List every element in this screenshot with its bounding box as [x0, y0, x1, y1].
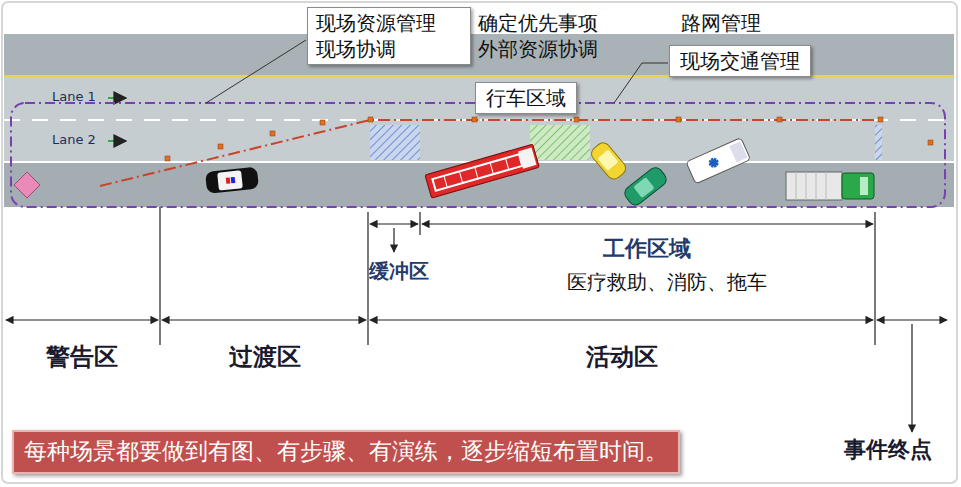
police-car [205, 167, 259, 194]
leader-line [614, 63, 668, 103]
callout-box: 现场交通管理 [669, 45, 811, 77]
dimension-lines [6, 207, 947, 432]
yellow-car [589, 140, 629, 182]
box-text: 现场资源管理 现场协调 [316, 10, 462, 62]
box-text: 每种场景都要做到有图、有步骤、有演练，逐步缩短布置时间。 [24, 437, 668, 467]
lane-divider [4, 119, 954, 121]
traffic-cones [165, 117, 933, 161]
incident-area [11, 103, 945, 207]
buffer-hatch [370, 125, 420, 160]
leader-line [206, 40, 306, 103]
role-text: 确定优先事项 外部资源协调 [478, 10, 600, 62]
role-text: 路网管理 [681, 10, 761, 36]
fire-truck [425, 144, 539, 198]
box-text: 现场交通管理 [680, 48, 800, 74]
tow-truck [786, 172, 874, 200]
zone-note: 医疗救助、消防、拖车 [567, 269, 767, 295]
zone-label: 事件终点 [844, 436, 932, 465]
note-banner: 每种场景都要做到有图、有步骤、有演练，逐步缩短布置时间。 [12, 430, 680, 474]
callout-box: 现场资源管理 现场协调 [307, 7, 471, 65]
end-hatch [875, 125, 882, 160]
zone-label: 过渡区 [229, 342, 301, 373]
lane-label: Lane 2 [52, 132, 96, 149]
zone-label: 缓冲区 [369, 258, 429, 284]
lane-label: Lane 1 [52, 89, 96, 106]
box-text: 行车区域 [486, 85, 566, 111]
work-hatch [530, 125, 590, 160]
yellow-edge-line [4, 75, 954, 77]
zone-label: 活动区 [586, 342, 658, 373]
warning-sign [14, 172, 40, 198]
lane-arrow [108, 97, 126, 99]
callout-box: 行车区域 [475, 82, 577, 114]
green-car [622, 165, 669, 208]
lanes [4, 77, 954, 162]
zone-label: 警告区 [46, 342, 118, 373]
zone-label: 工作区域 [603, 235, 691, 264]
lane-arrow [108, 140, 126, 142]
ambulance [686, 138, 751, 184]
